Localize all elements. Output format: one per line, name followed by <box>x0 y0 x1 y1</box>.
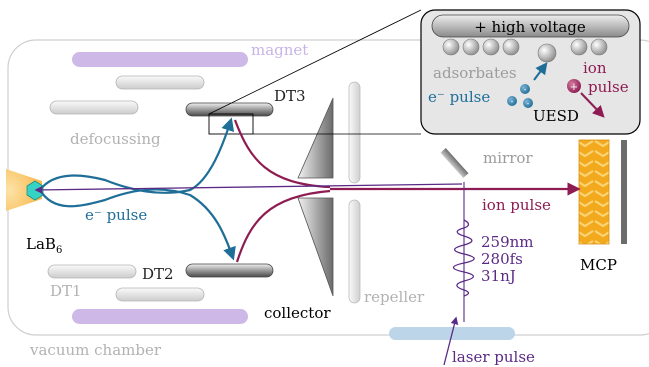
vacuum-chamber-label: vacuum chamber <box>29 341 162 359</box>
drift-tube-dt2 <box>185 263 274 278</box>
mcp-label: MCP <box>580 256 617 274</box>
inset-electron <box>523 98 533 108</box>
magnet-top <box>72 52 248 67</box>
electron-trajectory-upper <box>39 117 235 194</box>
inset-electron-symbol: - <box>527 99 530 108</box>
magnet-bottom <box>72 309 248 324</box>
laser-param-wavelength: 259nm <box>481 233 534 251</box>
high-voltage-label: + high voltage <box>474 18 586 36</box>
mirror <box>440 148 469 178</box>
drift-tube-upper-1 <box>115 75 205 90</box>
inset-ion-arrow <box>580 92 605 118</box>
ion-trajectory-lower <box>235 189 331 263</box>
collector-lower <box>297 197 334 297</box>
electron-source <box>6 169 42 211</box>
electron-pulse-label: e⁻ pulse <box>85 206 147 224</box>
adsorbate <box>590 38 608 56</box>
zoom-line-1 <box>208 9 422 115</box>
drift-tube-lower-2 <box>115 287 205 302</box>
adsorbate <box>502 38 520 56</box>
inset-ion-label: ion <box>583 59 607 77</box>
adsorbates-label: adsorbates <box>433 64 517 82</box>
adsorbate <box>570 38 588 56</box>
laser-to-mirror <box>443 316 459 366</box>
lab6-label: LaB6 <box>26 235 62 256</box>
zoom-box <box>208 113 254 135</box>
uesd-label: UESD <box>533 107 579 125</box>
adsorbate <box>442 38 460 56</box>
inset-ion-symbol: + <box>570 82 578 93</box>
dt1-label: DT1 <box>50 282 82 300</box>
repeller-lower <box>348 199 361 304</box>
defocussing-label: defocussing <box>70 130 161 148</box>
repeller-upper <box>348 81 361 184</box>
laser-param-energy: 31nJ <box>481 267 516 285</box>
laser-to-source <box>34 183 463 194</box>
inset-pulse-label: pulse <box>588 78 629 96</box>
repeller-label: repeller <box>364 288 425 306</box>
mcp-plate <box>578 139 610 245</box>
inset-electron-arrow <box>533 62 548 81</box>
inset-electron-pulse-label: e⁻ pulse <box>428 88 490 106</box>
adsorbate <box>537 43 557 63</box>
drift-tube-upper-2 <box>49 100 139 115</box>
electron-trajectory-lower <box>39 188 236 261</box>
laser-pulse-label: laser pulse <box>452 348 535 366</box>
dt2-label: DT2 <box>142 265 174 283</box>
mcp-anode <box>621 140 627 244</box>
ion-trajectory-upper <box>233 119 331 189</box>
inset-electron-symbol: - <box>511 97 514 106</box>
high-voltage-bar <box>431 14 630 38</box>
laser-wave-packet <box>452 219 475 297</box>
inset-electron <box>520 84 530 94</box>
inset-ion <box>567 79 581 93</box>
dt3-label: DT3 <box>274 87 306 105</box>
adsorbate <box>462 38 480 56</box>
collector-label: collector <box>264 304 331 322</box>
drift-tube-lower-1 <box>47 264 137 279</box>
drift-tube-dt3 <box>185 102 274 117</box>
laser-param-duration: 280fs <box>481 250 523 268</box>
magnet-label: magnet <box>251 41 308 59</box>
adsorbate <box>482 38 500 56</box>
ion-pulse-label: ion pulse <box>482 196 551 214</box>
inset-electron-symbol: - <box>524 85 527 94</box>
inset-electron <box>507 96 517 106</box>
mirror-label: mirror <box>483 149 533 167</box>
collector-upper <box>297 97 334 179</box>
